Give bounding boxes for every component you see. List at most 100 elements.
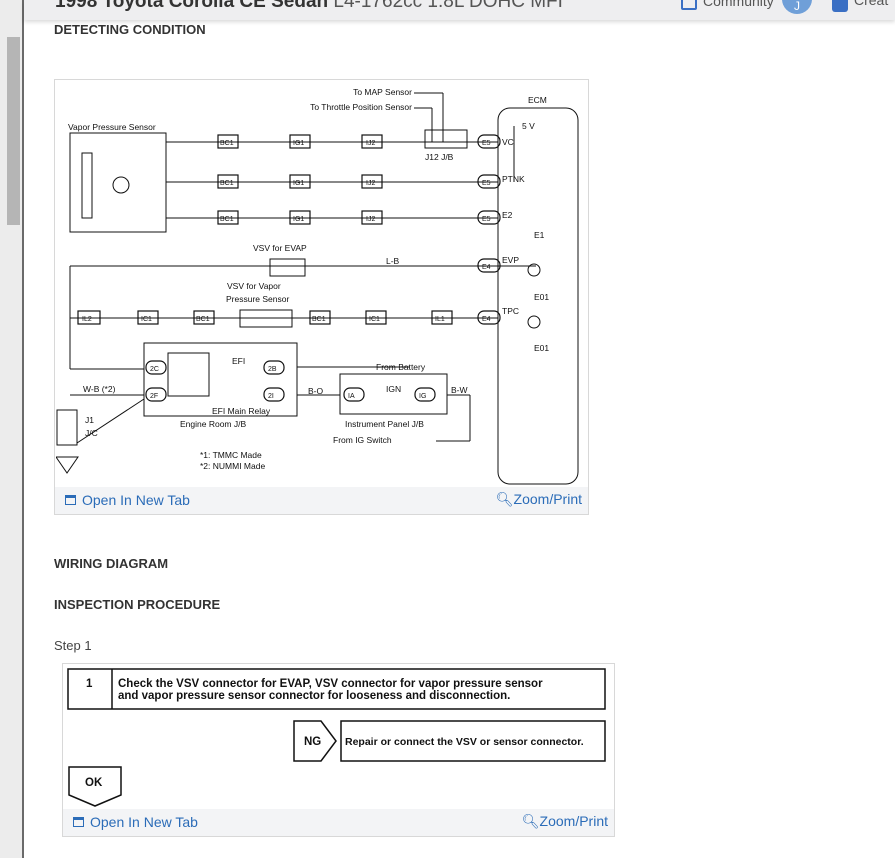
diagram-label: EVP bbox=[502, 255, 519, 265]
card-footer: Open In New Tab 🔍︎Zoom/Print bbox=[63, 809, 614, 836]
connector-label: IL2 bbox=[82, 316, 92, 323]
connector-label: 2F bbox=[150, 393, 158, 400]
connector-label: 2B bbox=[268, 366, 277, 373]
diagram-label: IGN bbox=[386, 384, 401, 394]
engine-spec: L4-1762cc 1.8L DOHC MFI bbox=[333, 0, 563, 12]
connector-label: E4 bbox=[482, 316, 491, 323]
step-instruction: Check the VSV connector for EVAP, VSV co… bbox=[118, 678, 543, 690]
create-icon bbox=[832, 0, 848, 12]
diagram-label: L-B bbox=[386, 256, 400, 266]
open-tab-icon bbox=[65, 495, 76, 505]
repair-instruction: Repair or connect the VSV or sensor conn… bbox=[345, 736, 584, 748]
diagram-label: VC bbox=[502, 137, 514, 147]
step-instruction: and vapor pressure sensor connector for … bbox=[118, 690, 510, 702]
connector-label: E4 bbox=[482, 264, 491, 271]
vehicle-name: 1998 Toyota Corolla CE Sedan bbox=[55, 0, 329, 12]
step-1-flowchart: 1 Check the VSV connector for EVAP, VSV … bbox=[67, 668, 606, 807]
diagram-label: Vapor Pressure Sensor bbox=[68, 122, 156, 132]
diagram-label: J/C bbox=[85, 428, 98, 438]
diagram-label: B-O bbox=[308, 386, 324, 396]
diagram-label: E01 bbox=[534, 343, 549, 353]
diagram-label: J12 J/B bbox=[425, 152, 454, 162]
wiring-diagram-image: BC1 IG1 IJ2 E5 BC1 IG1 IJ2 E5 BC1 IG1 IJ… bbox=[56, 87, 579, 485]
scrollbar-thumb[interactable] bbox=[7, 37, 20, 225]
connector-label: E5 bbox=[482, 180, 491, 187]
diagram-label: Engine Room J/B bbox=[180, 419, 246, 429]
create-label: Creat bbox=[854, 0, 889, 8]
connector-label: E5 bbox=[482, 216, 491, 223]
diagram-label: PTNK bbox=[502, 174, 525, 184]
connector-label: BC1 bbox=[196, 316, 210, 323]
diagram-label: *1: TMMC Made bbox=[200, 450, 262, 460]
connector-label: IC1 bbox=[141, 316, 152, 323]
step-label: Step 1 bbox=[54, 638, 92, 653]
avatar[interactable]: J bbox=[782, 0, 812, 14]
open-label: Open In New Tab bbox=[82, 492, 190, 508]
top-header: 1998 Toyota Corolla CE Sedan L4-1762cc 1… bbox=[24, 0, 895, 20]
heading-wiring-diagram: WIRING DIAGRAM bbox=[54, 556, 169, 571]
diagram-label: To Throttle Position Sensor bbox=[310, 102, 412, 112]
diagram-label: J1 bbox=[85, 415, 94, 425]
wiring-diagram-card: BC1 IG1 IJ2 E5 BC1 IG1 IJ2 E5 BC1 IG1 IJ… bbox=[54, 79, 589, 515]
diagram-label: EFI Main Relay bbox=[212, 406, 271, 416]
diagram-label: Instrument Panel J/B bbox=[345, 419, 424, 429]
ng-label: NG bbox=[304, 736, 321, 748]
connector-label: IJ2 bbox=[366, 140, 375, 147]
diagram-label: ECM bbox=[528, 95, 547, 105]
connector-label: IC1 bbox=[369, 316, 380, 323]
zoom-label: Zoom/Print bbox=[513, 491, 582, 507]
chat-icon bbox=[681, 0, 697, 10]
diagram-label: E1 bbox=[534, 230, 545, 240]
community-label: Community bbox=[703, 0, 774, 9]
connector-label: E5 bbox=[482, 140, 491, 147]
connector-label: BC1 bbox=[220, 180, 234, 187]
connector-label: 2C bbox=[150, 366, 159, 373]
create-button[interactable]: Creat bbox=[832, 0, 888, 12]
step-number: 1 bbox=[86, 678, 93, 690]
community-button[interactable]: Community bbox=[681, 0, 774, 10]
diagram-label: W-B (*2) bbox=[83, 384, 116, 394]
connector-label: BC1 bbox=[220, 140, 234, 147]
zoom-label: Zoom/Print bbox=[539, 813, 608, 829]
connector-label: IG bbox=[419, 393, 426, 400]
connector-label: IG1 bbox=[293, 140, 304, 147]
open-in-new-tab-link[interactable]: Open In New Tab bbox=[65, 492, 190, 508]
card-footer: Open In New Tab 🔍︎Zoom/Print bbox=[55, 487, 588, 514]
diagram-label: VSV for Vapor bbox=[227, 281, 281, 291]
diagram-label: VSV for EVAP bbox=[253, 243, 307, 253]
zoom-icon: 🔍︎ bbox=[521, 813, 540, 829]
heading-detecting-condition: DETECTING CONDITION bbox=[54, 22, 206, 37]
diagram-label: *2: NUMMI Made bbox=[200, 461, 265, 471]
connector-label: IG1 bbox=[293, 180, 304, 187]
connector-label: 2I bbox=[268, 393, 274, 400]
connector-label: IL1 bbox=[435, 316, 445, 323]
diagram-label: From IG Switch bbox=[333, 435, 392, 445]
zoom-icon: 🔍︎ bbox=[495, 491, 514, 507]
diagram-label: EFI bbox=[232, 356, 245, 366]
divider bbox=[22, 0, 24, 858]
connector-label: BC1 bbox=[220, 216, 234, 223]
scrollbar-track[interactable] bbox=[0, 0, 22, 858]
diagram-label: Pressure Sensor bbox=[226, 294, 289, 304]
diagram-label: B-W bbox=[451, 385, 468, 395]
vehicle-title: 1998 Toyota Corolla CE Sedan L4-1762cc 1… bbox=[55, 0, 563, 13]
step-1-card: 1 Check the VSV connector for EVAP, VSV … bbox=[62, 663, 615, 837]
ok-label: OK bbox=[85, 777, 103, 789]
open-tab-icon bbox=[73, 817, 84, 827]
heading-inspection-procedure: INSPECTION PROCEDURE bbox=[54, 597, 221, 612]
connector-label: IG1 bbox=[293, 216, 304, 223]
connector-label: IJ2 bbox=[366, 216, 375, 223]
connector-label: BC1 bbox=[312, 316, 326, 323]
diagram-label: To MAP Sensor bbox=[353, 87, 412, 97]
diagram-label: From Battery bbox=[376, 362, 426, 372]
connector-label: IA bbox=[348, 393, 355, 400]
connector-label: IJ2 bbox=[366, 180, 375, 187]
open-label: Open In New Tab bbox=[90, 814, 198, 830]
diagram-label: TPC bbox=[502, 306, 519, 316]
zoom-print-link[interactable]: 🔍︎Zoom/Print bbox=[522, 813, 608, 830]
diagram-label: E2 bbox=[502, 210, 513, 220]
diagram-label: E01 bbox=[534, 292, 549, 302]
open-in-new-tab-link[interactable]: Open In New Tab bbox=[73, 814, 198, 830]
zoom-print-link[interactable]: 🔍︎Zoom/Print bbox=[496, 491, 582, 508]
diagram-label: 5 V bbox=[522, 121, 535, 131]
